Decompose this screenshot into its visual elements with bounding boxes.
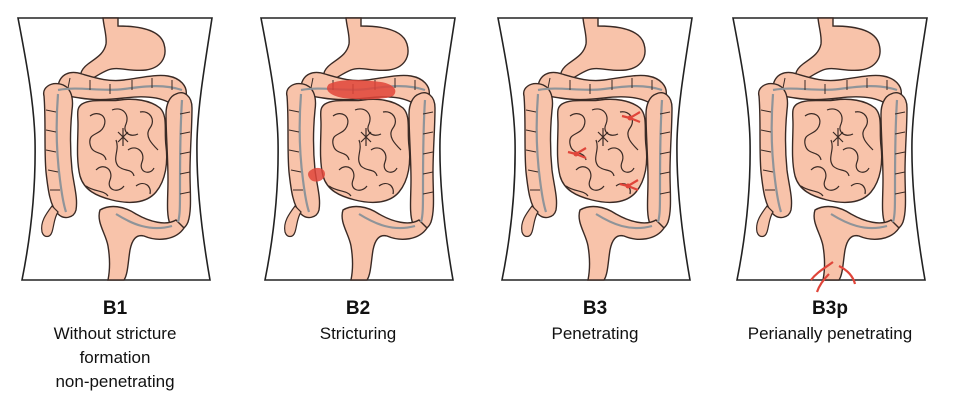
abdomen-illustration bbox=[259, 16, 457, 282]
abdomen-illustration bbox=[731, 16, 929, 293]
behaviour-code: B3p bbox=[812, 298, 848, 319]
stricture-lesion bbox=[308, 167, 325, 182]
panel-caption: B2 Stricturing bbox=[243, 297, 473, 346]
stricture-lesion bbox=[326, 80, 396, 100]
fistula-opening bbox=[573, 151, 579, 157]
behaviour-description: Perianally penetrating bbox=[747, 324, 913, 343]
panel-caption: B3 Penetrating bbox=[480, 297, 710, 346]
behaviour-code: B1 bbox=[102, 298, 128, 319]
panel-b1: B1 Without stricture formation non-penet… bbox=[0, 0, 230, 403]
fistula-opening bbox=[625, 183, 631, 189]
behaviour-code: B2 bbox=[345, 298, 371, 319]
panel-b3p: B3p Perianally penetrating bbox=[715, 0, 945, 403]
abdomen-illustration bbox=[16, 16, 214, 282]
panel-b3: B3 Penetrating bbox=[480, 0, 710, 403]
fistula-opening bbox=[627, 115, 633, 121]
abdomen-illustration bbox=[496, 16, 694, 282]
behaviour-description: Without stricture formation non-penetrat… bbox=[53, 324, 177, 391]
perianal-fistula bbox=[810, 261, 857, 293]
behaviour-code: B3 bbox=[582, 298, 608, 319]
behaviour-description: Penetrating bbox=[551, 324, 639, 343]
panel-caption: B3p Perianally penetrating bbox=[715, 297, 945, 346]
panel-caption: B1 Without stricture formation non-penet… bbox=[0, 297, 230, 394]
behaviour-description: Stricturing bbox=[319, 324, 397, 343]
panel-b2: B2 Stricturing bbox=[243, 0, 473, 403]
